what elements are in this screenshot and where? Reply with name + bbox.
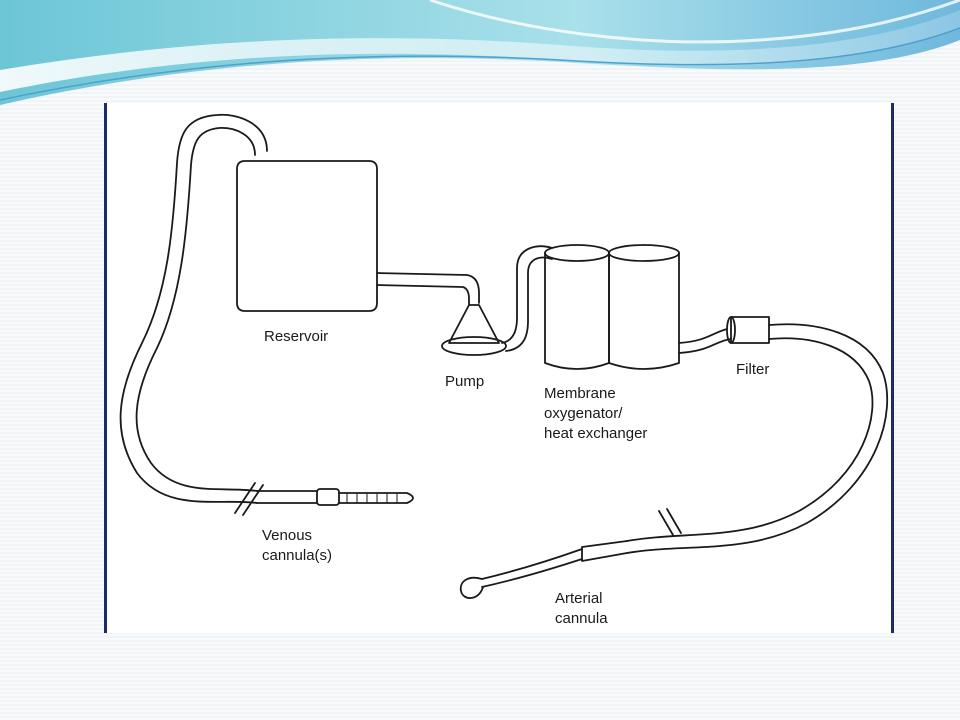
arterial-cannula-sleeve	[581, 540, 628, 562]
bypass-circuit-figure: Reservoir Pump Membrane oxygenator/ heat…	[104, 103, 894, 633]
oxygenator-label-line3: heat exchanger	[544, 425, 648, 442]
header-wave-decoration	[0, 0, 960, 105]
arterial-cannula-label-line1: Arterial	[555, 590, 603, 607]
oxygenator-label-line2: oxygenator/	[544, 405, 623, 422]
venous-tube	[119, 113, 268, 504]
oxygenator-cylinder-2	[608, 252, 680, 370]
oxygenator-cylinder-1	[544, 252, 610, 370]
filter-label: Filter	[736, 361, 770, 378]
filter-body	[730, 316, 770, 344]
arterial-tube-inner	[626, 337, 874, 542]
venous-cannula-body	[338, 492, 414, 504]
arterial-cannula-body	[481, 548, 583, 588]
reservoir-box	[236, 160, 378, 312]
venous-break-mark	[234, 482, 264, 516]
venous-cannula-sleeve	[316, 488, 340, 506]
pump-cone	[448, 304, 500, 344]
circuit-drawing	[119, 113, 889, 599]
arterial-tube	[626, 323, 889, 554]
arterial-break-mark	[658, 508, 682, 536]
arterial-cannula-tip	[459, 576, 484, 599]
pump-label: Pump	[445, 373, 485, 390]
oxygenator-label-line1: Membrane	[544, 385, 616, 402]
venous-cannula-label-line2: cannula(s)	[262, 547, 333, 564]
pump-base	[441, 336, 507, 356]
venous-tube-inner	[135, 127, 258, 492]
reservoir-label: Reservoir	[264, 328, 329, 345]
arterial-cannula-label-line2: cannula	[555, 610, 608, 627]
venous-cannula-label-line1: Venous	[262, 527, 313, 544]
